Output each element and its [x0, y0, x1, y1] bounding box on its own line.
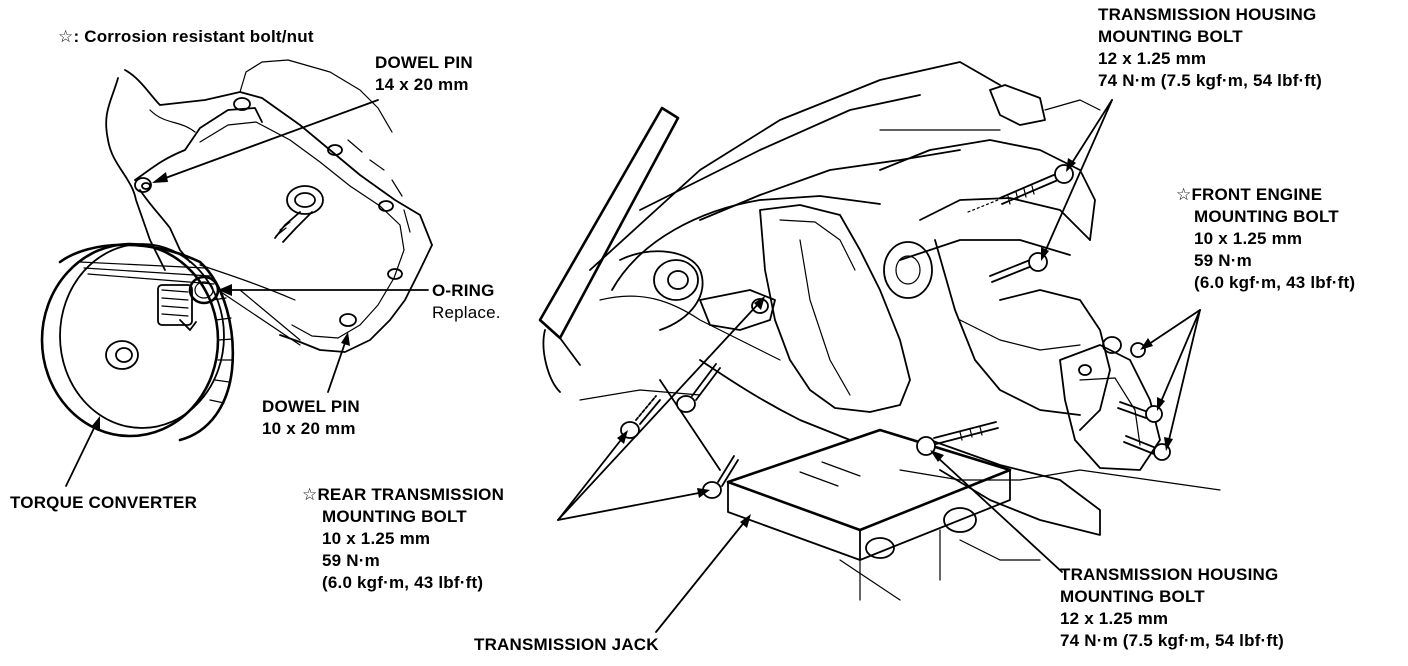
front-engine-bolt-torque-nm: 59 N·m [1194, 251, 1252, 270]
front-engine-bolt-line1: FRONT ENGINE [1191, 185, 1323, 204]
housing-bolt-top-line2: MOUNTING BOLT [1098, 27, 1243, 46]
label-front-engine-bolt: ☆FRONT ENGINE MOUNTING BOLT 10 x 1.25 mm… [1176, 184, 1355, 294]
front-engine-bolt-line2: MOUNTING BOLT [1194, 207, 1339, 226]
o-ring-drawing [188, 275, 301, 346]
label-rear-transmission-bolt: ☆REAR TRANSMISSION MOUNTING BOLT 10 x 1.… [302, 484, 504, 594]
housing-bolt-bottom-size: 12 x 1.25 mm [1060, 609, 1169, 628]
torque-converter-name: TORQUE CONVERTER [10, 493, 198, 512]
front-engine-bolt-size: 10 x 1.25 mm [1194, 229, 1303, 248]
o-ring-note: Replace. [432, 303, 501, 322]
star-symbol: ☆ [58, 27, 74, 46]
housing-bolt-top-size: 12 x 1.25 mm [1098, 49, 1207, 68]
housing-bolt-bottom-line2: MOUNTING BOLT [1060, 587, 1205, 606]
housing-bolt-bottom [916, 421, 999, 456]
engine-transmission-assembly-drawing [538, 61, 1221, 601]
bolt-drawings [620, 164, 1171, 499]
dowel-pin-top-size: 14 x 20 mm [375, 75, 469, 94]
housing-bolt-top-torque: 74 N·m (7.5 kgf·m, 54 lbf·ft) [1098, 71, 1322, 90]
rear-bolt-line1: REAR TRANSMISSION [317, 485, 505, 504]
dowel-pin-top-name: DOWEL PIN [375, 53, 473, 72]
star-symbol: ☆ [302, 485, 318, 504]
front-engine-bolt-torque-alt: (6.0 kgf·m, 43 lbf·ft) [1194, 273, 1356, 292]
rear-bolt-torque-alt: (6.0 kgf·m, 43 lbf·ft) [322, 573, 484, 592]
star-symbol: ☆ [1176, 185, 1192, 204]
rear-bolt-torque-nm: 59 N·m [322, 551, 380, 570]
housing-bolt-bottom-torque: 74 N·m (7.5 kgf·m, 54 lbf·ft) [1060, 631, 1284, 650]
housing-bolt-top-2 [989, 252, 1048, 283]
front-engine-bolt-1 [1130, 342, 1146, 358]
dowel-pin-bottom-name: DOWEL PIN [262, 397, 360, 416]
label-dowel-pin-bottom: DOWEL PIN 10 x 20 mm [262, 396, 360, 440]
label-transmission-jack: TRANSMISSION JACK [474, 634, 659, 656]
o-ring-name: O-RING [432, 281, 495, 300]
label-torque-converter: TORQUE CONVERTER [10, 492, 197, 514]
housing-bolt-bottom-line1: TRANSMISSION HOUSING [1060, 565, 1279, 584]
label-housing-bolt-top: TRANSMISSION HOUSING MOUNTING BOLT 12 x … [1098, 4, 1322, 92]
dowel-pin-bottom-size: 10 x 20 mm [262, 419, 356, 438]
front-engine-bolt-2 [1117, 401, 1163, 423]
torque-converter-drawing [40, 242, 235, 442]
housing-bolt-top-line1: TRANSMISSION HOUSING [1098, 5, 1317, 24]
transmission-jack-drawing [726, 428, 1101, 601]
legend: ☆: Corrosion resistant bolt/nut [58, 26, 314, 48]
rear-bolt-2 [676, 363, 721, 413]
transmission-case-drawing [105, 59, 433, 353]
label-dowel-pin-top: DOWEL PIN 14 x 20 mm [375, 52, 473, 96]
housing-bolt-top-1 [967, 164, 1074, 213]
label-housing-bolt-bottom: TRANSMISSION HOUSING MOUNTING BOLT 12 x … [1060, 564, 1284, 652]
leader-lines [65, 99, 1201, 633]
transmission-jack-name: TRANSMISSION JACK [474, 635, 659, 654]
legend-text: : Corrosion resistant bolt/nut [73, 27, 314, 46]
label-o-ring: O-RING Replace. [432, 280, 501, 324]
rear-bolt-3 [702, 455, 739, 499]
rear-bolt-line2: MOUNTING BOLT [322, 507, 467, 526]
front-engine-bolt-3 [1123, 435, 1171, 461]
rear-bolt-size: 10 x 1.25 mm [322, 529, 431, 548]
